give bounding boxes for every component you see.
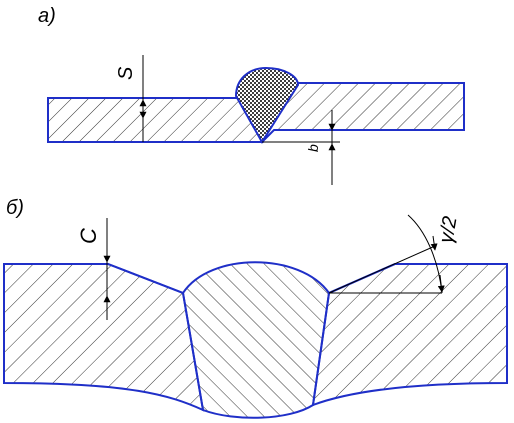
angle-label: γ/2 [435,215,461,245]
figure-a: а) S b [38,5,465,185]
figure-a-label: а) [38,5,56,27]
right-plate-b [311,263,508,407]
left-plate [47,97,264,143]
weld-metal-b [181,261,331,419]
dimension-c: C [76,218,111,320]
figure-b: б) C γ/2 [3,197,508,419]
dimension-s: S [115,55,147,142]
weld-bead [234,66,300,144]
groove-edge-left [107,263,184,294]
figure-b-label: б) [6,197,24,219]
dimension-s-label: S [115,66,137,80]
left-plate-b [3,263,205,412]
dimension-b: b [262,110,340,185]
dimension-c-label: C [76,228,101,244]
dimension-b-label: b [305,144,321,152]
angle-dimension: γ/2 [328,214,462,294]
